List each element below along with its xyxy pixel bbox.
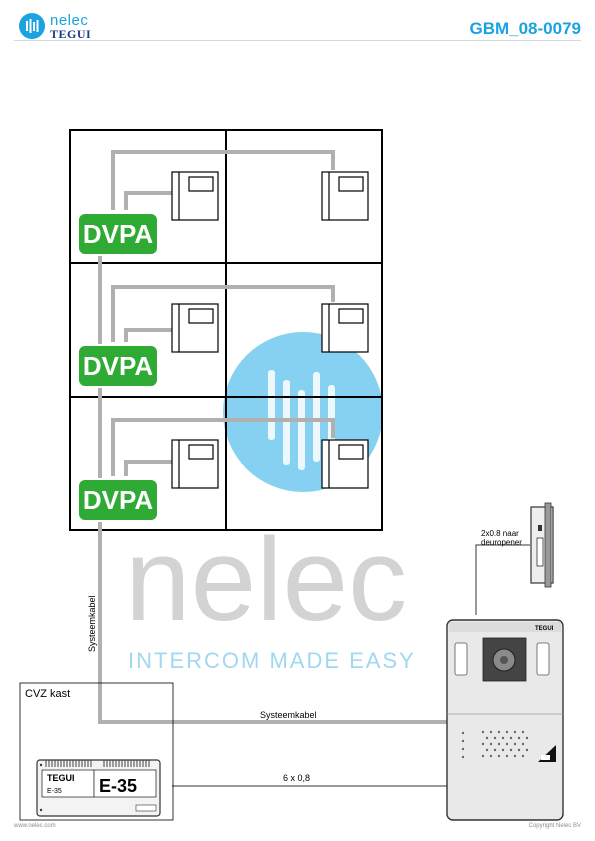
dvpa-module: DVPA <box>77 344 159 388</box>
speaker-grille-icon <box>461 730 529 759</box>
door-opener-label-2: deuropener <box>481 538 522 547</box>
door-strike-icon <box>530 502 554 588</box>
psu-model-small: E-35 <box>47 788 62 795</box>
psu-brand: TEGUI <box>47 773 75 783</box>
document-code: GBM_08-0079 <box>469 19 581 38</box>
watermark: nelec INTERCOM MADE EASY <box>125 332 416 673</box>
svg-text:DVPA: DVPA <box>83 485 154 515</box>
cvz-cabinet: CVZ kast <box>19 682 174 821</box>
dvpa-module: DVPA <box>77 478 159 522</box>
cabinet-label: CVZ kast <box>25 688 70 700</box>
psu-model-big: E-35 <box>99 776 137 796</box>
building-grid <box>69 129 383 531</box>
power-supply-e35: TEGUI E-35 E-35 <box>36 759 161 817</box>
nelec-logo-icon <box>19 13 45 39</box>
svg-text:DVPA: DVPA <box>83 351 154 381</box>
panel-brand: TEGUI <box>535 626 554 632</box>
watermark-word: nelec <box>125 514 407 646</box>
logo-brand: TEGUI <box>50 27 92 41</box>
header-divider <box>14 40 581 41</box>
horizontal-cable-label: Systeemkabel <box>260 710 317 720</box>
door-panel: TEGUI <box>446 619 564 821</box>
dvpa-module: DVPA <box>77 212 159 256</box>
svg-text:DVPA: DVPA <box>83 219 154 249</box>
system-cables <box>98 150 447 724</box>
logo-wordmark: nelec <box>50 12 89 29</box>
power-cable-label: 6 x 0,8 <box>283 773 310 783</box>
footer-copyright: Copyright Nelec BV <box>528 823 581 829</box>
watermark-tagline: INTERCOM MADE EASY <box>128 648 416 673</box>
monitor-unit <box>171 171 369 489</box>
door-opener-label: 2x0.8 naar <box>481 529 519 538</box>
footer-website: www.nelec.com <box>14 823 56 829</box>
thin-wires <box>172 544 530 787</box>
riser-cable-label: Systeemkabel <box>87 595 97 652</box>
